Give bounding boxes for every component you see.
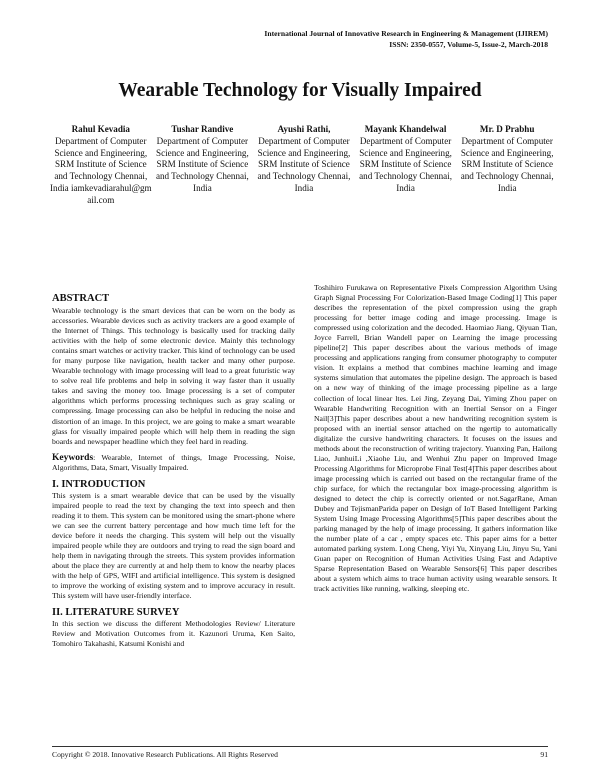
journal-header: International Journal of Innovative Rese… (264, 29, 548, 50)
abstract-heading: ABSTRACT (52, 293, 110, 304)
author-list: Rahul Kevadia Department of Computer Sci… (50, 124, 558, 207)
author-name: Mr. D Prabhu (479, 124, 535, 134)
author-block: Mr. D Prabhu Department of Computer Scie… (456, 124, 558, 207)
literature-heading: II. LITERATURE SURVEY (52, 607, 180, 619)
author-name: Mayank Khandelwal (364, 124, 447, 134)
copyright-text: Copyright © 2018. Innovative Research Pu… (52, 750, 278, 759)
introduction-heading: I. INTRODUCTION (52, 478, 146, 490)
page-footer: Copyright © 2018. Innovative Research Pu… (52, 750, 548, 759)
journal-issn: ISSN: 2350-0557, Volume-5, Issue-2, Marc… (389, 39, 548, 49)
author-block: Tushar Randive Department of Computer Sc… (152, 124, 254, 207)
literature-continued-text: Toshihiro Furukawa on Representative Pix… (314, 283, 557, 594)
author-name: Rahul Kevadia (71, 124, 130, 134)
literature-text: In this section we discuss the different… (52, 619, 295, 649)
author-name: Tushar Randive (171, 124, 234, 134)
author-affiliation: Department of Computer Science and Engin… (155, 135, 249, 193)
author-block: Ayushi Rathi, Department of Computer Sci… (253, 124, 355, 207)
page-number: 91 (540, 750, 548, 759)
keywords-text: : Wearable, Internet of things, Image Pr… (52, 452, 295, 472)
author-name: Ayushi Rathi, (277, 124, 331, 134)
left-column: ABSTRACT Wearable technology is the smar… (52, 292, 295, 649)
author-affiliation: Department of Computer Science and Engin… (460, 135, 554, 193)
right-column: Toshihiro Furukawa on Representative Pix… (314, 283, 557, 594)
abstract-text: Wearable technology is the smart devices… (52, 306, 295, 446)
author-block: Mayank Khandelwal Department of Computer… (355, 124, 457, 207)
author-affiliation: Department of Computer Science and Engin… (359, 135, 453, 193)
introduction-text: This system is a smart wearable device t… (52, 490, 295, 601)
keywords-paragraph: Keywords: Wearable, Internet of things, … (52, 453, 295, 473)
paper-title: Wearable Technology for Visually Impaire… (118, 80, 482, 101)
footer-divider (52, 746, 548, 747)
journal-name: International Journal of Innovative Rese… (264, 29, 548, 38)
author-block: Rahul Kevadia Department of Computer Sci… (50, 124, 152, 207)
author-affiliation: Department of Computer Science and Engin… (50, 135, 152, 205)
author-affiliation: Department of Computer Science and Engin… (257, 135, 351, 193)
keywords-label: Keywords (52, 452, 94, 463)
